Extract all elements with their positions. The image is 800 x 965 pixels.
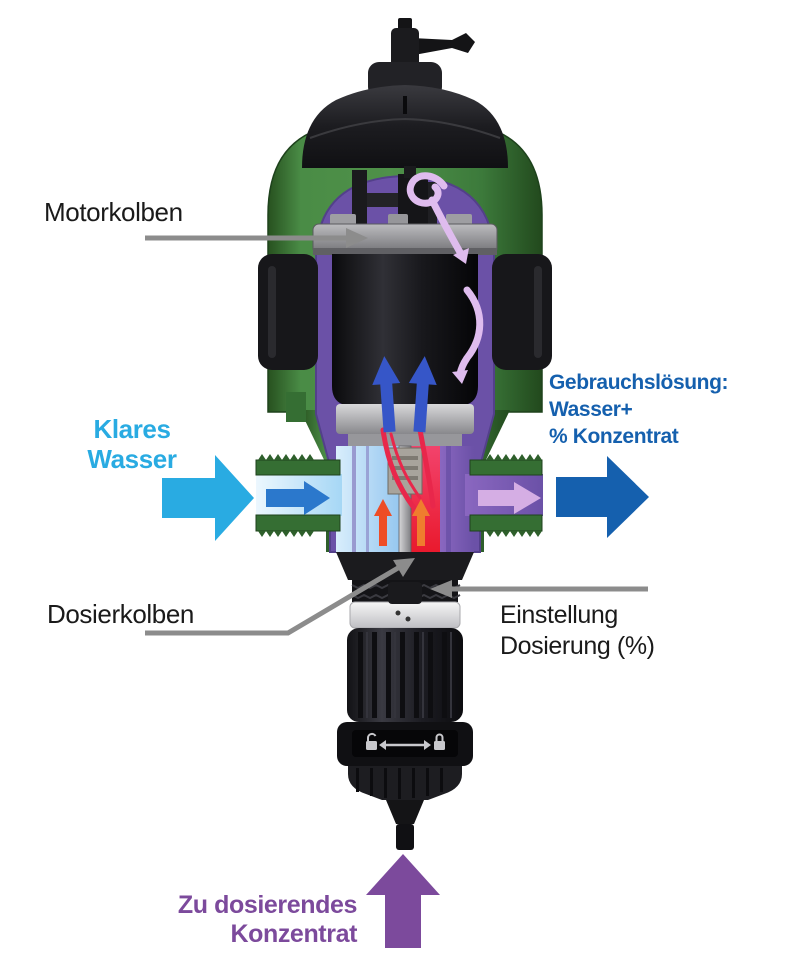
sleeve-ribs [358, 632, 452, 718]
label-gebrauchsloesung: Gebrauchslösung: Wasser+ % Konzentrat [549, 369, 729, 450]
label-klares-wasser: Klares Wasser [52, 414, 212, 474]
motor-piston [312, 214, 498, 255]
label-motorkolben: Motorkolben [44, 197, 183, 227]
outlet-flow-arrow [478, 482, 541, 514]
pump-top-cap [302, 85, 508, 168]
einstellung-pointer-arrow [430, 580, 452, 598]
lock-band-icons [366, 732, 445, 750]
label-line: Zu dosierendes [177, 891, 358, 919]
label-line: Dosierung (%) [500, 632, 655, 660]
internal-flow-arrows [266, 172, 541, 546]
solution-right-arrow [556, 456, 649, 538]
motorkolben-pointer-arrow [346, 228, 368, 248]
water-up-arrow [408, 356, 437, 433]
side-clamps [258, 254, 552, 370]
label-line: Klares [93, 414, 171, 444]
water-up-arrow [372, 356, 401, 433]
label-line: Gebrauchslösung: [549, 371, 729, 394]
knurl-lines [356, 768, 443, 799]
double-arrow-icon [379, 740, 431, 750]
concentrate-up-arrow [366, 854, 440, 948]
motor-valve-assembly [352, 166, 437, 224]
label-zu-dosierendes-konzentrat: Zu dosierendes Konzentrat [135, 891, 358, 949]
label-einstellung-dosierung: Einstellung Dosierung (%) [500, 600, 655, 662]
inlet-flow-arrow [266, 481, 330, 515]
dosing-body [336, 552, 474, 850]
suction-up-arrow [412, 499, 430, 546]
label-line: Wasser [87, 444, 177, 474]
external-arrows [162, 455, 649, 948]
label-dosierkolben: Dosierkolben [47, 599, 194, 629]
label-pointers [145, 228, 648, 636]
lock-icon [434, 733, 445, 750]
air-s-curve-arrow [452, 286, 484, 384]
air-curl-arrow [406, 172, 469, 264]
air-bleed-valve [368, 18, 475, 98]
clear-water-right-arrow [162, 455, 254, 541]
label-line: Einstellung [500, 601, 618, 629]
motor-cylinder [332, 254, 478, 446]
suction-up-arrow [374, 499, 392, 546]
mixing-chamber-fluids [336, 445, 474, 567]
unlock-icon [366, 732, 377, 750]
label-line: Konzentrat [230, 920, 357, 948]
label-line: Wasser+ [549, 398, 633, 421]
dosierkolben-pointer-arrow [393, 558, 415, 577]
label-line: % Konzentrat [549, 425, 679, 448]
